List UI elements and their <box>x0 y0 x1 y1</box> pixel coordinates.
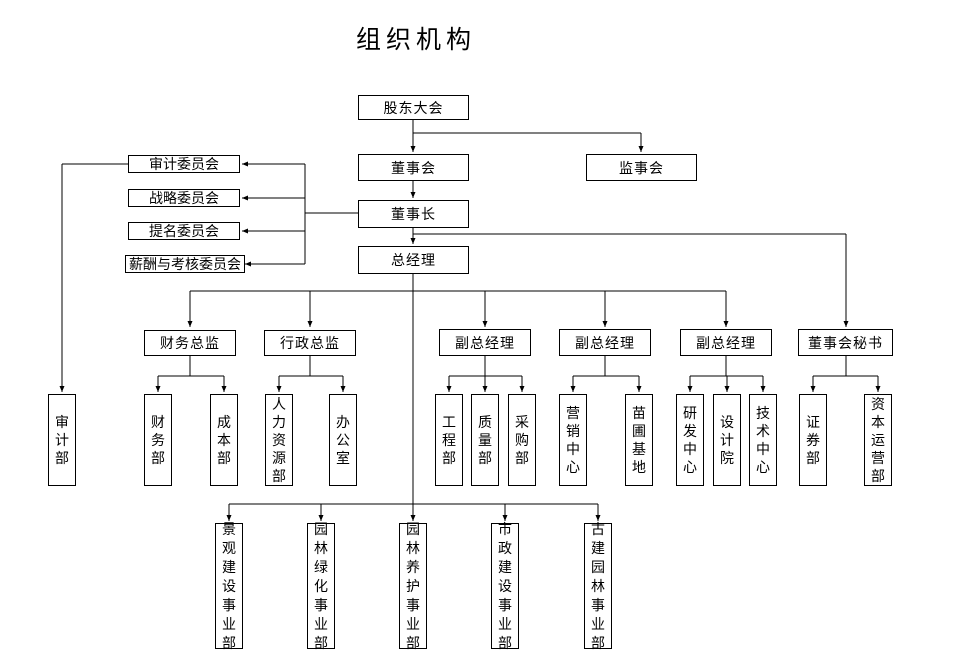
node-quality-dept: 质量部 <box>471 394 499 486</box>
node-landscape-construction-division: 景观建设事业部 <box>215 521 243 651</box>
node-deputy-gm-3: 副总经理 <box>680 329 772 356</box>
node-nomination-committee: 提名委员会 <box>128 222 240 240</box>
node-engineering-dept: 工程部 <box>435 394 463 486</box>
node-securities-dept: 证券部 <box>799 394 827 486</box>
node-board-secretary: 董事会秘书 <box>798 329 893 356</box>
node-shareholders-meeting: 股东大会 <box>358 95 469 120</box>
node-supervisory-board: 监事会 <box>586 154 697 181</box>
node-audit-committee: 审计委员会 <box>128 155 240 173</box>
node-board-of-directors: 董事会 <box>358 154 469 181</box>
node-garden-maintenance-division: 园林养护事业部 <box>399 521 427 651</box>
node-cost-dept: 成本部 <box>210 394 238 486</box>
node-ancient-garden-division: 古建园林事业部 <box>584 521 612 651</box>
node-audit-dept: 审计部 <box>48 394 76 486</box>
node-general-manager: 总经理 <box>358 246 469 274</box>
node-design-institute: 设计院 <box>713 394 741 486</box>
node-rd-center: 研发中心 <box>676 394 704 486</box>
node-deputy-gm-2: 副总经理 <box>559 329 651 356</box>
node-nursery-base: 苗圃基地 <box>625 394 653 486</box>
node-marketing-center: 营销中心 <box>559 394 587 486</box>
node-finance-director: 财务总监 <box>144 330 236 356</box>
node-procurement-dept: 采购部 <box>508 394 536 486</box>
page-title: 组织机构 <box>356 26 477 54</box>
node-remuneration-committee: 薪酬与考核委员会 <box>125 255 245 273</box>
node-strategy-committee: 战略委员会 <box>128 189 240 207</box>
node-finance-dept: 财务部 <box>144 394 172 486</box>
node-office: 办公室 <box>329 394 357 486</box>
node-deputy-gm-1: 副总经理 <box>439 329 531 356</box>
node-garden-greening-division: 园林绿化事业部 <box>307 521 335 651</box>
node-chairman: 董事长 <box>358 200 469 228</box>
node-admin-director: 行政总监 <box>264 330 356 356</box>
node-tech-center: 技术中心 <box>749 394 777 486</box>
node-capital-operation-dept: 资本运营部 <box>864 394 892 486</box>
node-municipal-construction-division: 市政建设事业部 <box>491 521 519 651</box>
node-hr-dept: 人力资源部 <box>265 394 293 486</box>
